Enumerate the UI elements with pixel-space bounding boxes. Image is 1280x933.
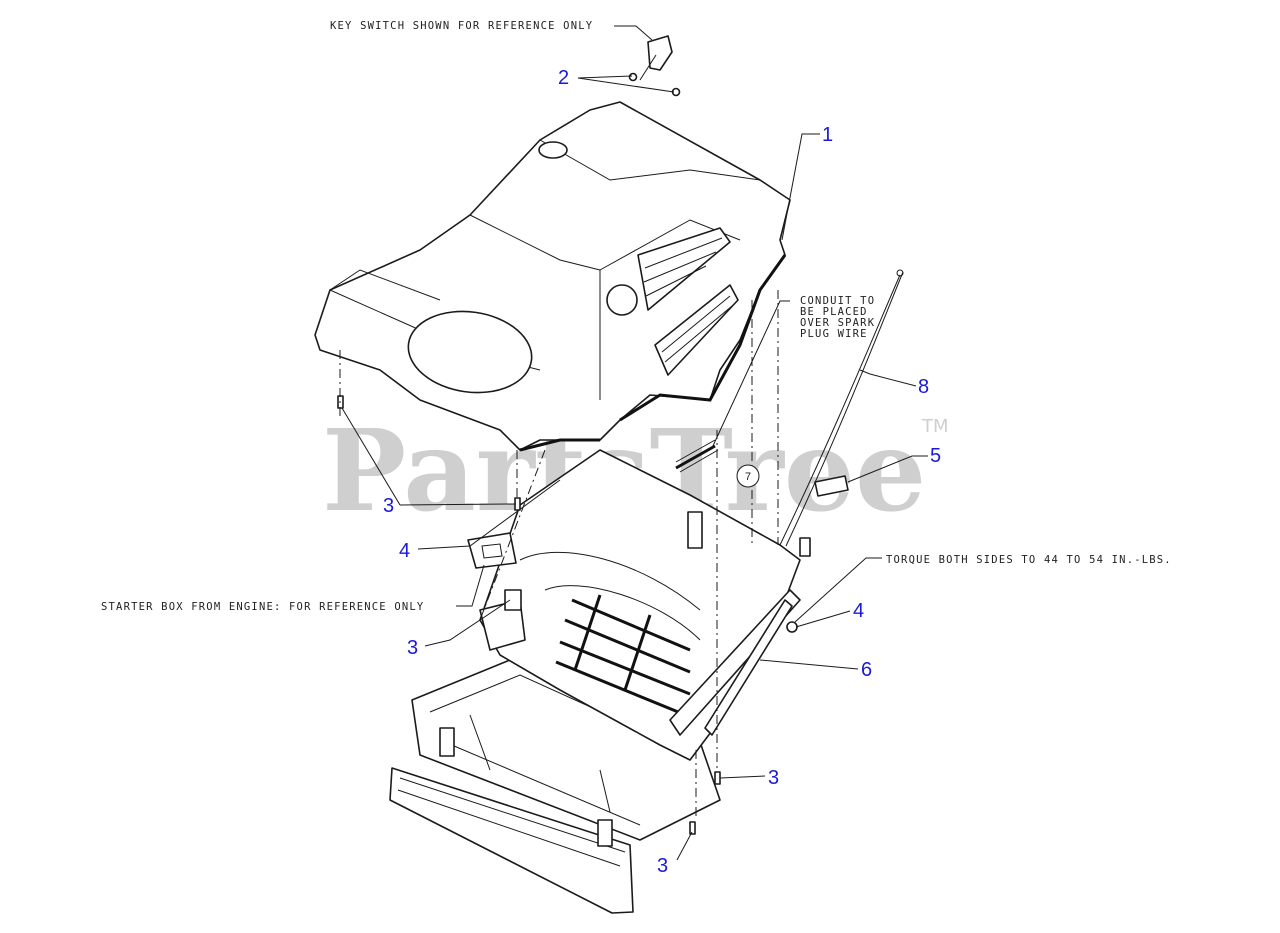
- callout-3-top: 3: [383, 495, 394, 517]
- chute-opening: [407, 310, 533, 394]
- note-torque: TORQUE BOTH SIDES TO 44 TO 54 IN.-LBS.: [886, 554, 1172, 566]
- front-skirt-plate: [389, 767, 634, 914]
- frame-tab-left: [439, 727, 455, 757]
- callout-2: 2: [558, 67, 569, 89]
- screw-3-bottom: [689, 821, 696, 835]
- callout-8: 8: [918, 376, 929, 398]
- note-conduit-line-3: OVER SPARK: [800, 317, 875, 329]
- callout-4-left: 4: [399, 540, 410, 562]
- conduit-7: [675, 444, 716, 470]
- shroud-edge-trim: [619, 254, 787, 422]
- callout-5: 5: [930, 445, 941, 467]
- note-key-switch: KEY SWITCH SHOWN FOR REFERENCE ONLY: [330, 20, 593, 32]
- key-switch: [647, 35, 673, 71]
- callout-3-bottom: 3: [657, 855, 668, 877]
- callout-4-right: 4: [853, 600, 864, 622]
- starter-box: [467, 532, 517, 569]
- callout-7: 7: [745, 471, 751, 483]
- nut-4-right: [786, 621, 798, 633]
- vent-grille-upper: [637, 227, 731, 311]
- connector-5: [814, 475, 849, 497]
- screw-3-boss: [504, 589, 522, 611]
- note-starter-box: STARTER BOX FROM ENGINE: FOR REFERENCE O…: [101, 601, 424, 613]
- note-conduit-line-1: CONDUIT TO: [800, 295, 875, 307]
- screw-3-right: [714, 771, 721, 785]
- rear-tab: [799, 537, 811, 557]
- part-6-bracket: [704, 599, 793, 736]
- callout-3-mid: 3: [407, 637, 418, 659]
- callout-7-circle: [736, 464, 760, 488]
- watermark-trademark: TM: [921, 416, 949, 437]
- lower-housing: [389, 449, 811, 914]
- cable-8: [779, 274, 901, 546]
- note-conduit-line-2: BE PLACED: [800, 306, 868, 318]
- callout-1: 1: [822, 124, 833, 146]
- grille-bars: [555, 594, 691, 718]
- shroud-small-hole: [606, 284, 638, 316]
- top-shroud: [314, 101, 791, 452]
- callout-6: 6: [861, 659, 872, 681]
- callout-3-right: 3: [768, 767, 779, 789]
- frame-tab-right: [597, 819, 613, 847]
- leader-lines: [341, 25, 928, 861]
- side-rail: [669, 589, 801, 736]
- screw-2a: [628, 72, 638, 82]
- note-conduit-line-4: PLUG WIRE: [800, 328, 868, 340]
- post-block: [687, 511, 703, 549]
- key-switch-hole: [538, 141, 568, 159]
